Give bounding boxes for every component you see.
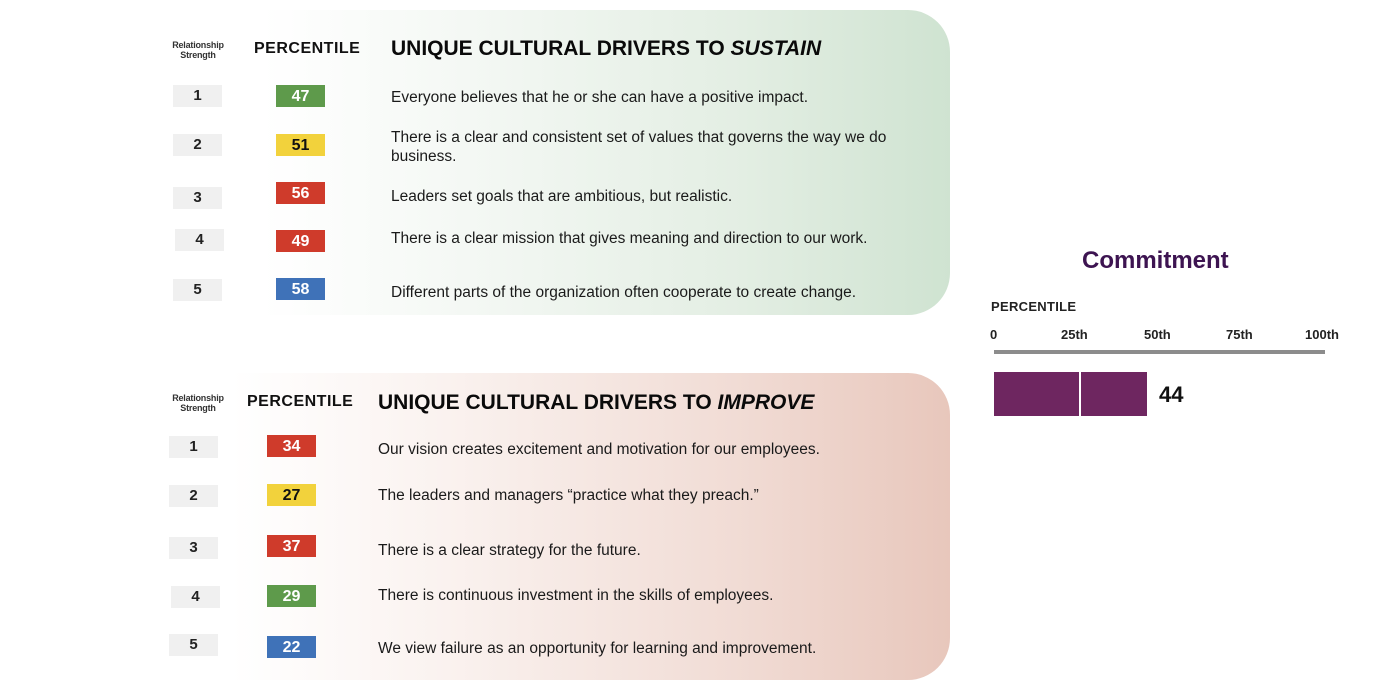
rs-header-line2: Strength xyxy=(180,50,216,60)
percentile-badge: 22 xyxy=(267,636,316,658)
percentile-header: PERCENTILE xyxy=(254,40,361,57)
commitment-bar-segment xyxy=(1081,372,1147,416)
commitment-title: Commitment xyxy=(1082,247,1229,274)
commitment-value: 44 xyxy=(1159,382,1184,407)
statement-text: Leaders set goals that are ambitious, bu… xyxy=(391,188,733,205)
rank-cell: 4 xyxy=(175,229,224,251)
percentile-badge: 51 xyxy=(276,134,325,156)
rs-header-line1: Relationship xyxy=(172,393,224,403)
relationship-strength-header: Relationship Strength xyxy=(163,40,233,60)
rank-cell: 5 xyxy=(169,634,218,656)
tick-label: 50th xyxy=(1144,327,1171,342)
commitment-bar-segment xyxy=(994,372,1079,416)
statement-text: Our vision creates excitement and motiva… xyxy=(378,441,820,458)
title-emphasis: IMPROVE xyxy=(717,391,815,414)
percentile-badge: 29 xyxy=(267,585,316,607)
relationship-strength-header: Relationship Strength xyxy=(163,393,233,413)
statement-text: There is a clear mission that gives mean… xyxy=(391,230,868,247)
tick-label: 25th xyxy=(1061,327,1088,342)
tick-label: 100th xyxy=(1305,327,1339,342)
rank-cell: 1 xyxy=(169,436,218,458)
rs-header-line1: Relationship xyxy=(172,40,224,50)
sustain-title: UNIQUE CULTURAL DRIVERS TO SUSTAIN xyxy=(391,37,821,61)
percentile-badge: 27 xyxy=(267,484,316,506)
title-prefix: UNIQUE CULTURAL DRIVERS TO xyxy=(378,391,718,414)
improve-title: UNIQUE CULTURAL DRIVERS TO IMPROVE xyxy=(378,391,814,415)
statement-text: Different parts of the organization ofte… xyxy=(391,284,857,301)
percentile-badge: 37 xyxy=(267,535,316,557)
statement-text: There is a clear and consistent set of v… xyxy=(391,129,887,165)
percentile-axis-line xyxy=(994,350,1325,354)
commitment-axis-label: PERCENTILE xyxy=(991,299,1077,314)
statement-text: We view failure as an opportunity for le… xyxy=(378,640,817,657)
statement-text: Everyone believes that he or she can hav… xyxy=(391,89,809,106)
rank-cell: 5 xyxy=(173,279,222,301)
rank-cell: 1 xyxy=(173,85,222,107)
tick-label: 0 xyxy=(990,327,998,342)
rank-cell: 3 xyxy=(169,537,218,559)
percentile-badge: 34 xyxy=(267,435,316,457)
percentile-badge: 47 xyxy=(276,85,325,107)
rank-cell: 4 xyxy=(171,586,220,608)
title-prefix: UNIQUE CULTURAL DRIVERS TO xyxy=(391,37,731,60)
rank-cell: 3 xyxy=(173,187,222,209)
percentile-badge: 49 xyxy=(276,230,325,252)
rank-cell: 2 xyxy=(169,485,218,507)
percentile-badge: 58 xyxy=(276,278,325,300)
statement-text: There is continuous investment in the sk… xyxy=(378,587,774,604)
sustain-panel xyxy=(262,10,950,315)
percentile-badge: 56 xyxy=(276,182,325,204)
rs-header-line2: Strength xyxy=(180,403,216,413)
rank-cell: 2 xyxy=(173,134,222,156)
tick-label: 75th xyxy=(1226,327,1253,342)
statement-text: The leaders and managers “practice what … xyxy=(378,487,759,504)
percentile-header: PERCENTILE xyxy=(247,393,354,410)
title-emphasis: SUSTAIN xyxy=(730,37,822,60)
statement-text: There is a clear strategy for the future… xyxy=(378,542,641,559)
improve-panel xyxy=(232,373,950,680)
